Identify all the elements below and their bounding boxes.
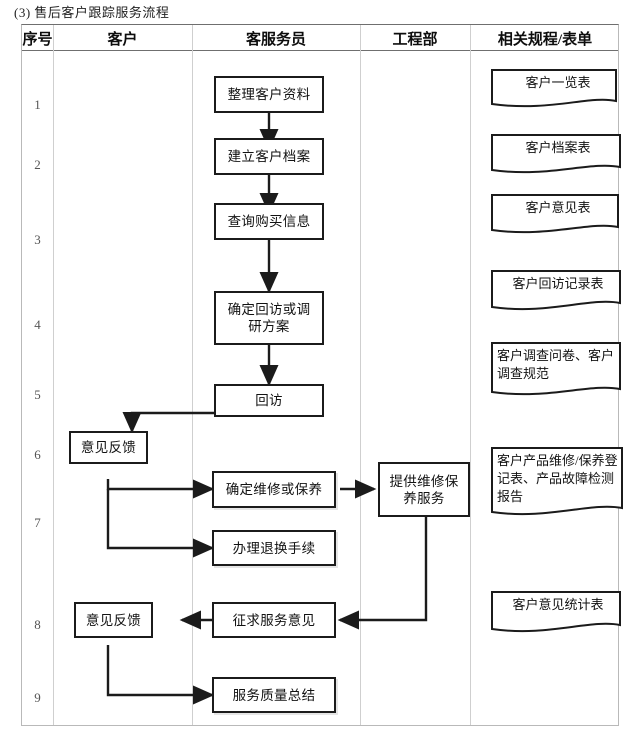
node-confirm-repair-or-maintenance[interactable]: 确定维修或保养: [212, 471, 336, 508]
document-customer-list-label: 客户一览表: [525, 75, 591, 90]
document-survey-questionnaire[interactable]: 客户调查问卷、客户调查规范: [490, 341, 626, 403]
header-rule: [22, 50, 618, 51]
node-organize-customer-data[interactable]: 整理客户资料: [214, 76, 324, 113]
column-header-seq: 序号: [22, 32, 53, 48]
edge-n9-n11: [337, 517, 428, 630]
row-number-2: 2: [34, 157, 41, 172]
document-customer-profile-label: 客户档案表: [525, 140, 591, 155]
edge-n6-n8: [106, 489, 215, 558]
document-customer-opinion[interactable]: 客户意见表: [490, 193, 626, 239]
node-create-customer-file[interactable]: 建立客户档案: [214, 138, 324, 175]
document-repair-registration[interactable]: 客户产品维修/保养登记表、产品故障检测报告: [490, 446, 626, 526]
column-header-customer: 客户: [107, 32, 138, 48]
node-solicit-service-opinion[interactable]: 征求服务意见: [212, 602, 336, 638]
document-repair-registration-label: 客户产品维修/保养登记表、产品故障检测报告: [497, 453, 618, 504]
document-visit-record-label: 客户回访记录表: [512, 276, 604, 291]
node-feedback-opinion-1[interactable]: 意见反馈: [69, 431, 148, 464]
column-divider-4: [470, 25, 471, 725]
process-flow-table: 序号 客户 客服务员 工程部 相关规程/表单 1 2 3 4 5 6 7 8 9: [21, 24, 623, 726]
document-customer-profile[interactable]: 客户档案表: [490, 133, 626, 179]
node-service-quality-summary[interactable]: 服务质量总结: [212, 677, 336, 713]
column-divider-1: [53, 25, 54, 725]
row-number-1: 1: [34, 97, 41, 112]
node-process-return-exchange[interactable]: 办理退换手续: [212, 530, 336, 566]
row-number-5: 5: [34, 387, 41, 402]
row-number-4: 4: [34, 317, 41, 332]
node-define-visit-or-survey-plan[interactable]: 确定回访或调 研方案: [214, 291, 324, 345]
column-header-engineering: 工程部: [392, 32, 438, 48]
row-number-7: 7: [34, 515, 41, 530]
column-header-agent: 客服务员: [245, 32, 306, 48]
document-visit-record[interactable]: 客户回访记录表: [490, 269, 626, 316]
node-feedback-opinion-2[interactable]: 意见反馈: [74, 602, 153, 638]
row-number-3: 3: [34, 232, 41, 247]
document-opinion-statistics-label: 客户意见统计表: [512, 597, 604, 612]
document-customer-opinion-label: 客户意见表: [525, 200, 591, 215]
row-number-6: 6: [34, 447, 41, 462]
node-provide-repair-maintenance-service[interactable]: 提供维修保 养服务: [378, 462, 470, 517]
page-title: (3) 售后客户跟踪服务流程: [14, 5, 170, 20]
edge-n6-n7: [106, 479, 215, 499]
node-follow-up-visit[interactable]: 回访: [214, 384, 324, 417]
row-number-8: 8: [34, 617, 41, 632]
column-header-documents: 相关规程/表单: [497, 32, 593, 48]
edge-n5-n6: [122, 411, 214, 434]
document-customer-list[interactable]: 客户一览表: [490, 68, 626, 112]
document-survey-questionnaire-label: 客户调查问卷、客户调查规范: [497, 348, 615, 381]
table-header-row: 序号 客户 客服务员 工程部 相关规程/表单: [22, 25, 618, 51]
column-divider-2: [192, 25, 193, 725]
document-opinion-statistics[interactable]: 客户意见统计表: [490, 590, 626, 638]
node-query-purchase-info[interactable]: 查询购买信息: [214, 203, 324, 240]
edge-n10-n12: [106, 645, 215, 705]
row-number-9: 9: [34, 690, 41, 705]
column-divider-3: [360, 25, 361, 725]
